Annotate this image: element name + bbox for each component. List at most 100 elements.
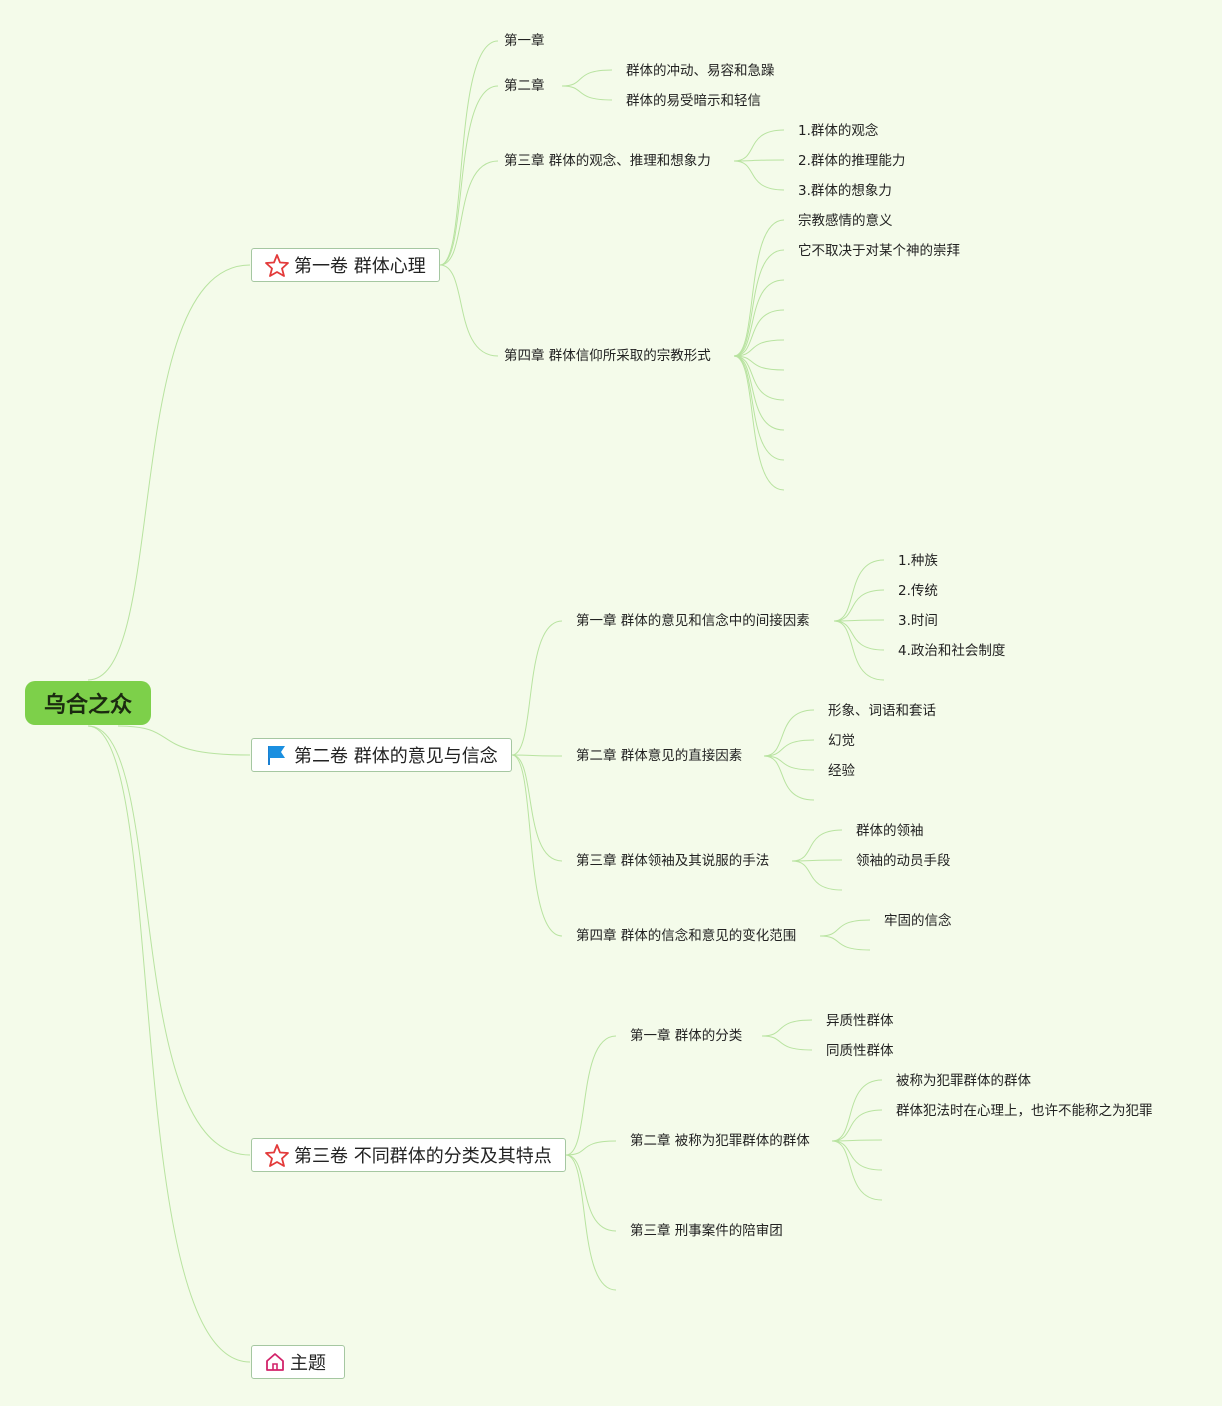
root-to-volume-link — [87, 725, 251, 1156]
topic-node[interactable]: 3.时间 — [898, 613, 938, 629]
chapter-node[interactable]: 第三章 刑事案件的陪审团 — [630, 1223, 783, 1239]
chapter-to-topic-link — [831, 1109, 883, 1142]
volume-to-chapter-link — [439, 160, 499, 266]
root-node[interactable]: 乌合之众 — [25, 681, 151, 725]
topic-node[interactable]: 群体的易受暗示和轻信 — [626, 93, 761, 109]
volume-4-label: 主题 — [290, 1353, 326, 1374]
root-to-volume-link — [117, 725, 251, 756]
topic-node[interactable]: 2.传统 — [898, 583, 938, 599]
volume-2-label: 第二卷 群体的意见与信念 — [294, 746, 498, 767]
volume-to-chapter-link — [439, 40, 499, 266]
chapter-node[interactable]: 第二章 — [504, 78, 545, 94]
topic-node[interactable]: 4.政治和社会制度 — [898, 643, 1006, 659]
volume-1-label: 第一卷 群体心理 — [294, 256, 426, 277]
topic-node[interactable]: 群体犯法时在心理上，也许不能称之为犯罪 — [896, 1103, 1153, 1119]
chapter-to-topic-link — [831, 1140, 883, 1171]
chapter-to-topic-link — [763, 739, 815, 757]
topic-node[interactable]: 形象、词语和套话 — [828, 703, 936, 719]
volume-3-node[interactable]: 第三卷 不同群体的分类及其特点 — [251, 1138, 566, 1172]
chapter-to-topic-link — [763, 755, 815, 801]
chapter-to-topic-link — [791, 860, 843, 891]
topic-node[interactable]: 1.种族 — [898, 553, 938, 569]
chapter-to-topic-link — [733, 219, 785, 357]
chapter-to-topic-link — [791, 829, 843, 862]
chapter-to-topic-link — [733, 249, 785, 357]
chapter-node[interactable]: 第二章 群体意见的直接因素 — [576, 748, 743, 764]
chapter-to-topic-link — [763, 755, 815, 771]
volume-to-chapter-link — [511, 754, 563, 937]
chapter-to-topic-link — [833, 559, 885, 622]
chapter-to-topic-link — [819, 919, 871, 937]
topic-node[interactable]: 3.群体的想象力 — [798, 183, 892, 199]
chapter-to-topic-link — [831, 1139, 883, 1142]
topic-node[interactable]: 同质性群体 — [826, 1043, 894, 1059]
chapter-to-topic-link — [833, 589, 885, 622]
chapter-to-topic-link — [733, 339, 785, 357]
topic-node[interactable]: 1.群体的观念 — [798, 123, 879, 139]
chapter-node[interactable]: 第一章 — [504, 33, 545, 49]
volume-to-chapter-link — [565, 1035, 617, 1156]
chapter-node[interactable]: 第一章 群体的分类 — [630, 1028, 743, 1044]
volume-to-chapter-link — [565, 1140, 617, 1156]
root-to-volume-link — [87, 725, 251, 1363]
chapter-to-topic-link — [733, 309, 785, 357]
chapter-to-topic-link — [831, 1079, 883, 1142]
volume-4-node[interactable]: 主题 — [251, 1345, 345, 1379]
topic-node[interactable]: 群体的冲动、易容和急躁 — [626, 63, 775, 79]
topic-node[interactable]: 它不取决于对某个神的崇拜 — [798, 243, 960, 259]
chapter-to-topic-link — [763, 709, 815, 757]
chapter-node[interactable]: 第三章 群体领袖及其说服的手法 — [576, 853, 770, 869]
chapter-to-topic-link — [831, 1140, 883, 1201]
chapter-to-topic-link — [561, 69, 613, 87]
chapter-node[interactable]: 第四章 群体信仰所采取的宗教形式 — [504, 348, 711, 364]
chapter-to-topic-link — [761, 1019, 813, 1037]
topic-node[interactable]: 幻觉 — [828, 733, 855, 749]
topic-node[interactable]: 经验 — [828, 763, 855, 779]
star-icon — [264, 1143, 290, 1167]
volume-to-chapter-link — [565, 1154, 617, 1232]
volume-to-chapter-link — [439, 85, 499, 266]
chapter-to-topic-link — [733, 159, 785, 162]
chapter-node[interactable]: 第三章 群体的观念、推理和想象力 — [504, 153, 711, 169]
root-to-volume-link — [87, 264, 251, 681]
home-icon — [264, 1351, 286, 1373]
chapter-to-topic-link — [833, 620, 885, 651]
chapter-to-topic-link — [733, 279, 785, 357]
volume-1-node[interactable]: 第一卷 群体心理 — [251, 248, 440, 282]
topic-node[interactable]: 异质性群体 — [826, 1013, 894, 1029]
volume-to-chapter-link — [511, 620, 563, 756]
chapter-to-topic-link — [833, 619, 885, 622]
chapter-to-topic-link — [733, 355, 785, 491]
flag-icon — [264, 743, 290, 767]
volume-to-chapter-link — [439, 264, 499, 357]
topic-node[interactable]: 牢固的信念 — [884, 913, 952, 929]
chapter-to-topic-link — [733, 160, 785, 191]
star-icon — [264, 253, 290, 277]
chapter-to-topic-link — [733, 129, 785, 162]
volume-2-node[interactable]: 第二卷 群体的意见与信念 — [251, 738, 512, 772]
chapter-node[interactable]: 第二章 被称为犯罪群体的群体 — [630, 1133, 810, 1149]
chapter-to-topic-link — [733, 355, 785, 431]
topic-node[interactable]: 被称为犯罪群体的群体 — [896, 1073, 1031, 1089]
topic-node[interactable]: 2.群体的推理能力 — [798, 153, 906, 169]
chapter-to-topic-link — [833, 620, 885, 681]
chapter-node[interactable]: 第一章 群体的意见和信念中的间接因素 — [576, 613, 810, 629]
chapter-to-topic-link — [733, 355, 785, 371]
chapter-node[interactable]: 第四章 群体的信念和意见的变化范围 — [576, 928, 797, 944]
topic-node[interactable]: 宗教感情的意义 — [798, 213, 893, 229]
chapter-to-topic-link — [733, 355, 785, 401]
volume-to-chapter-link — [511, 754, 563, 757]
root-label: 乌合之众 — [43, 693, 132, 718]
topic-node[interactable]: 群体的领袖 — [856, 823, 924, 839]
chapter-to-topic-link — [561, 85, 613, 101]
chapter-to-topic-link — [733, 355, 785, 461]
volume-to-chapter-link — [565, 1154, 617, 1291]
chapter-to-topic-link — [791, 859, 843, 862]
volume-to-chapter-link — [511, 754, 563, 862]
chapter-to-topic-link — [819, 935, 871, 951]
chapter-to-topic-link — [761, 1035, 813, 1051]
topic-node[interactable]: 领袖的动员手段 — [856, 853, 951, 869]
volume-3-label: 第三卷 不同群体的分类及其特点 — [294, 1146, 552, 1167]
